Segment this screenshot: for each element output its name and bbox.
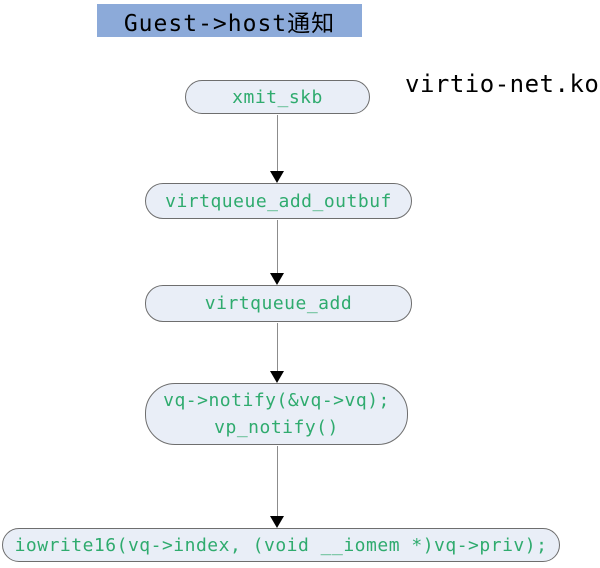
- arrow-down-icon: [270, 371, 284, 383]
- flow-node-virtqueue-add: virtqueue_add: [145, 285, 412, 322]
- flow-node-vp-notify-line-2: vp_notify(): [214, 417, 339, 438]
- flow-arrow-line-3: [277, 323, 278, 372]
- arrow-down-icon: [270, 273, 284, 285]
- diagram-title: Guest->host通知: [97, 4, 362, 37]
- flow-arrow-line-4: [277, 446, 278, 517]
- module-name-label: virtio-net.ko: [405, 70, 600, 98]
- flow-node-vp-notify-line-1: vq->notify(&vq->vq);: [163, 390, 390, 411]
- arrow-down-icon: [270, 516, 284, 528]
- flow-node-xmit-skb: xmit_skb: [185, 80, 370, 114]
- flow-node-iowrite16: iowrite16(vq->index, (void __iomem *)vq-…: [2, 528, 560, 562]
- arrow-down-icon: [270, 171, 284, 183]
- flow-node-virtqueue-add-outbuf: virtqueue_add_outbuf: [145, 183, 412, 219]
- flow-arrow-line-1: [277, 115, 278, 173]
- flow-node-vp-notify: vq->notify(&vq->vq); vp_notify(): [145, 383, 408, 445]
- flow-arrow-line-2: [277, 220, 278, 275]
